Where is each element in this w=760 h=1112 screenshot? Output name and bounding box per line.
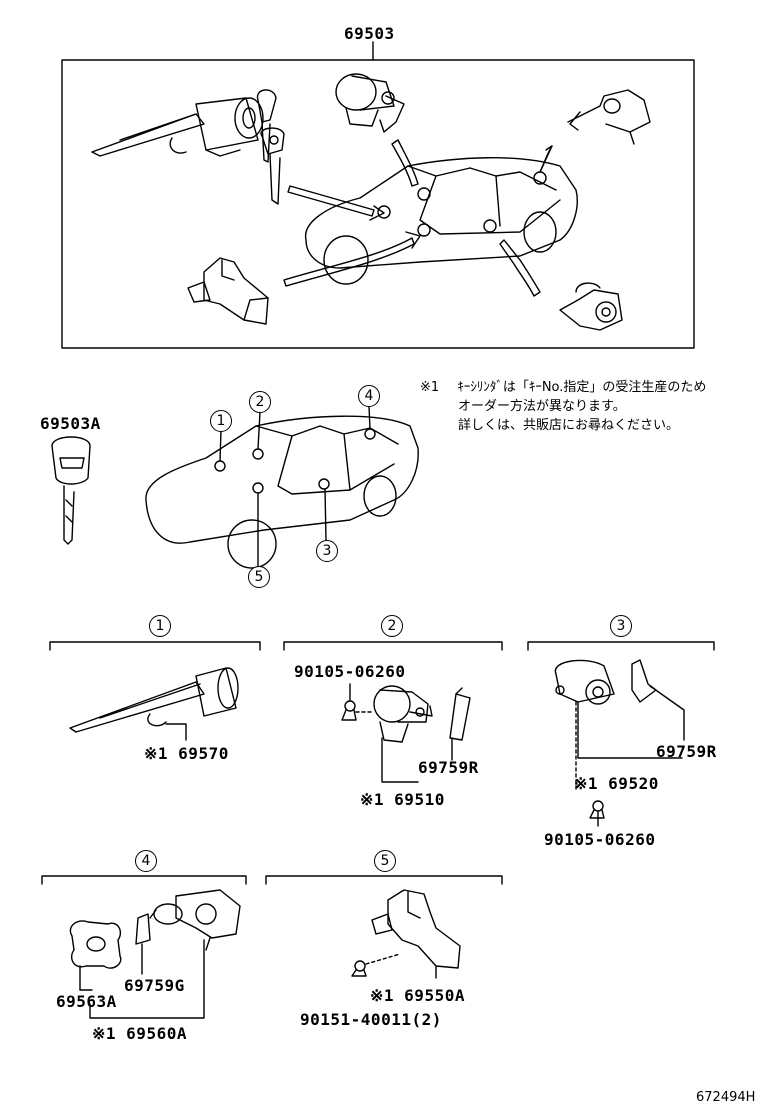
group-5-bracket [265,875,503,885]
group-5-part: ※1 69550A [370,986,465,1005]
glove-box-lock-icon [371,889,461,979]
car-icon [304,157,578,285]
bolt-icon [341,683,373,721]
drawing-code: 672494H [696,1090,756,1105]
group-2-bolt: 90105-06260 [294,662,406,681]
callout-5: 5 [248,566,270,588]
arrow-icon [283,139,553,297]
door-lock-cylinder-icon [559,282,623,331]
group-4-lever: 69759G [124,976,185,995]
group-2-lever: 69759R [418,758,479,777]
footnote-line-3: 詳しくは、共販店にお尋ねください。 [458,418,680,433]
key-icon [51,436,91,545]
group-4-part: ※1 69560A [92,1024,187,1043]
assembly-part-number: 69503 [344,24,395,43]
group-1-part: ※1 69570 [144,744,229,763]
car-icon [145,405,419,569]
group-3-bracket [527,641,715,651]
footnote-mark: ※1 [420,380,440,395]
trunk-lock-icon [567,89,651,145]
group-2-number: 2 [381,615,403,637]
bolt-icon [589,800,605,827]
plate-icon [69,920,122,991]
lever-icon [449,687,471,761]
group-3-lever: 69759R [656,742,717,761]
ignition-cylinder-icon [69,667,239,741]
group-5-bolt: 90151-40011(2) [300,1010,442,1029]
group-3-part: ※1 69520 [574,774,659,793]
group-5-number: 5 [374,850,396,872]
trunk-lock-icon [149,889,241,951]
bolt-icon [351,953,401,977]
group-4-bracket [41,875,247,885]
footnote-line-1: ｷｰｼﾘﾝﾀﾞは「ｷｰNo.指定」の受注生産のため [457,380,707,395]
group-3-bolt: 90105-06260 [544,830,656,849]
callout-4: 4 [358,385,380,407]
group-1-number: 1 [149,615,171,637]
group-2-part: ※1 69510 [360,790,445,809]
door-lock-cylinder-icon [554,659,683,791]
key-icon [256,89,285,205]
group-4-number: 4 [135,850,157,872]
group-3-number: 3 [610,615,632,637]
group-4-plate: 69563A [56,992,117,1011]
door-lock-cylinder-icon [373,685,433,783]
group-2-bracket [283,641,503,651]
group-1-bracket [49,641,261,651]
lever-icon [89,913,205,1019]
key-part-number: 69503A [40,414,101,433]
glove-box-lock-icon [187,257,269,325]
footnote: ※1 ｷｰｼﾘﾝﾀﾞは「ｷｰNo.指定」の受注生産のため オーダー方法が異なりま… [420,378,706,435]
footnote-line-2: オーダー方法が異なります。 [458,399,626,414]
door-lock-cylinder-icon [335,73,405,133]
lever-icon [631,659,685,741]
ignition-cylinder-icon [91,97,264,157]
callout-1: 1 [210,410,232,432]
assembly-box [61,59,695,349]
callout-2: 2 [249,391,271,413]
callout-3: 3 [316,540,338,562]
